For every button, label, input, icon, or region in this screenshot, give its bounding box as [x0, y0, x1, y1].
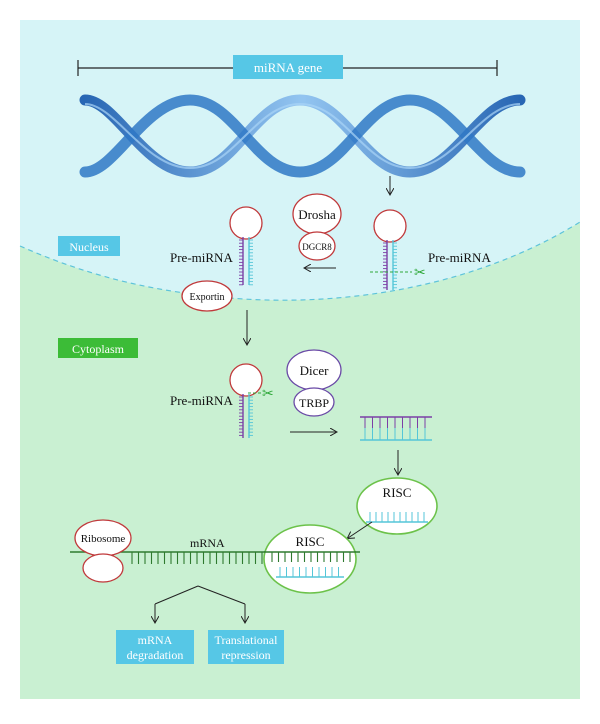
- risc-complex-loading: RISC: [356, 477, 438, 535]
- pre-mirna-hairpin-left: [229, 206, 263, 286]
- scissors-icon: ✂: [262, 387, 274, 402]
- pre-mirna-label-cytoplasm: Pre-miRNA: [170, 393, 233, 408]
- nucleus-label: Nucleus: [69, 240, 109, 254]
- outcome-translational-repression: Translational repression: [208, 630, 284, 664]
- mrna-label: mRNA: [190, 536, 225, 550]
- scissors-icon: ✂: [414, 266, 426, 281]
- dna-double-helix: [79, 94, 526, 178]
- risc-label-1: RISC: [383, 485, 412, 500]
- cytoplasm-label: Cytoplasm: [72, 342, 125, 356]
- outcome-1-line-2: degradation: [127, 648, 184, 662]
- dicer-protein: Dicer: [286, 349, 342, 391]
- mirna-gene-label: miRNA gene: [254, 60, 322, 75]
- outcome-branch-arrows: [155, 585, 245, 622]
- drosha-cut-mark: ✂: [370, 266, 426, 281]
- trbp-label: TRBP: [299, 396, 329, 410]
- ribosome: Ribosome: [74, 519, 132, 583]
- outcome-mrna-degradation: mRNA degradation: [116, 630, 194, 664]
- outcome-1-line-1: mRNA: [138, 633, 173, 647]
- ribosome-label: Ribosome: [81, 533, 126, 545]
- risc-label-2: RISC: [296, 534, 325, 549]
- exportin-protein: Exportin: [181, 280, 233, 312]
- dicer-cut-mark: ✂: [248, 387, 274, 402]
- nucleus-label-box: Nucleus: [58, 236, 120, 256]
- exportin-label: Exportin: [190, 292, 225, 303]
- cytoplasm-label-box: Cytoplasm: [58, 338, 138, 358]
- trbp-protein: TRBP: [293, 387, 335, 417]
- drosha-protein: Drosha: [292, 193, 342, 235]
- dgcr8-protein: DGCR8: [298, 231, 336, 261]
- pri-mirna-hairpin-right: [373, 209, 407, 290]
- outcome-2-line-2: repression: [221, 648, 270, 662]
- mirna-duplex: [360, 416, 432, 441]
- pre-mirna-label-left: Pre-miRNA: [170, 250, 233, 265]
- mirna-gene-label-box: miRNA gene: [233, 55, 343, 79]
- nuclear-membrane: [19, 221, 581, 301]
- pre-mirna-hairpin-cytoplasm: [229, 363, 263, 438]
- pre-mirna-label-right: Pre-miRNA: [428, 250, 491, 265]
- outcome-2-line-1: Translational: [215, 633, 279, 647]
- nucleus-background: [20, 20, 580, 301]
- dicer-label: Dicer: [300, 363, 330, 378]
- dgcr8-label: DGCR8: [302, 242, 332, 252]
- arrow-risc-to-mrna: [348, 521, 373, 538]
- drosha-label: Drosha: [298, 207, 336, 222]
- risc-complex-bound: RISC: [263, 524, 357, 594]
